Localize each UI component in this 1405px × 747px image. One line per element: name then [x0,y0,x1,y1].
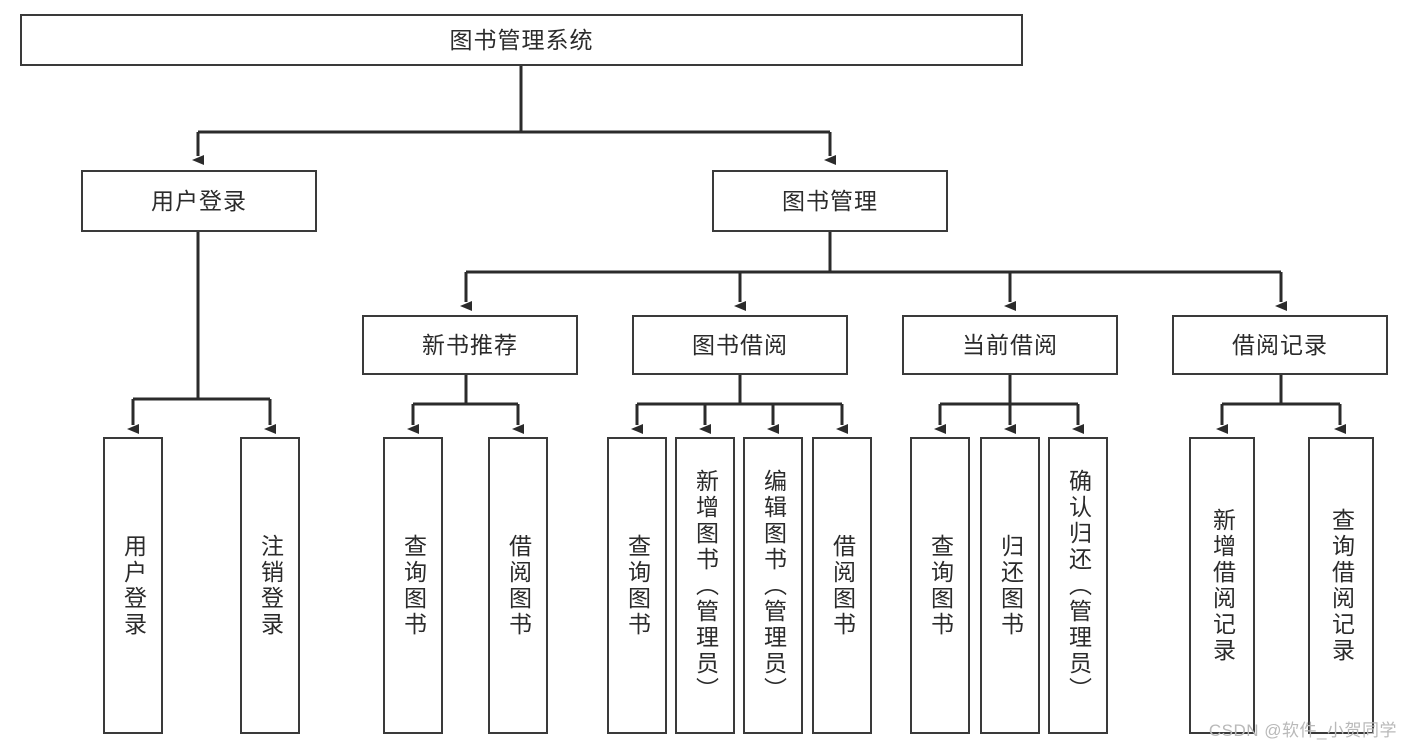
node-new-book-recommend[interactable]: 新书推荐 [362,315,578,375]
leaf-edit-book-admin-label: 编辑图书（管理员） [760,468,787,703]
leaf-query-book-new-label: 查询图书 [400,533,427,638]
node-current-borrow[interactable]: 当前借阅 [902,315,1118,375]
leaf-add-borrow-record-label: 新增借阅记录 [1209,507,1236,664]
leaf-add-borrow-record[interactable]: 新增借阅记录 [1189,437,1255,734]
node-book-borrow[interactable]: 图书借阅 [632,315,848,375]
leaf-borrow-book-new[interactable]: 借阅图书 [488,437,548,734]
node-borrow-records-label: 借阅记录 [1232,331,1328,358]
node-user-login[interactable]: 用户登录 [81,170,317,232]
leaf-borrow-book-new-label: 借阅图书 [505,533,532,638]
node-book-management[interactable]: 图书管理 [712,170,948,232]
leaf-query-book-new[interactable]: 查询图书 [383,437,443,734]
leaf-borrow-book[interactable]: 借阅图书 [812,437,872,734]
leaf-confirm-return-admin[interactable]: 确认归还（管理员） [1048,437,1108,734]
node-borrow-records[interactable]: 借阅记录 [1172,315,1388,375]
leaf-add-book-admin-label: 新增图书（管理员） [692,468,719,703]
leaf-confirm-return-admin-label: 确认归还（管理员） [1065,468,1092,703]
node-user-login-label: 用户登录 [151,187,247,214]
leaf-logout[interactable]: 注销登录 [240,437,300,734]
leaf-user-login[interactable]: 用户登录 [103,437,163,734]
leaf-query-borrow-record[interactable]: 查询借阅记录 [1308,437,1374,734]
leaf-return-book-label: 归还图书 [997,533,1024,638]
node-new-book-recommend-label: 新书推荐 [422,331,518,358]
leaf-borrow-book-label: 借阅图书 [829,533,856,638]
node-current-borrow-label: 当前借阅 [962,331,1058,358]
node-book-borrow-label: 图书借阅 [692,331,788,358]
leaf-logout-label: 注销登录 [257,533,284,638]
leaf-edit-book-admin[interactable]: 编辑图书（管理员） [743,437,803,734]
leaf-query-book-borrow-label: 查询图书 [624,533,651,638]
leaf-add-book-admin[interactable]: 新增图书（管理员） [675,437,735,734]
leaf-query-borrow-record-label: 查询借阅记录 [1328,507,1355,664]
csdn-watermark: CSDN @软件_小贺同学 [1208,721,1397,740]
node-book-management-label: 图书管理 [782,187,878,214]
leaf-query-book-current-label: 查询图书 [927,533,954,638]
leaf-query-book-current[interactable]: 查询图书 [910,437,970,734]
leaf-return-book[interactable]: 归还图书 [980,437,1040,734]
leaf-user-login-label: 用户登录 [120,533,147,638]
node-root[interactable]: 图书管理系统 [20,14,1023,66]
leaf-query-book-borrow[interactable]: 查询图书 [607,437,667,734]
node-root-label: 图书管理系统 [449,26,594,53]
